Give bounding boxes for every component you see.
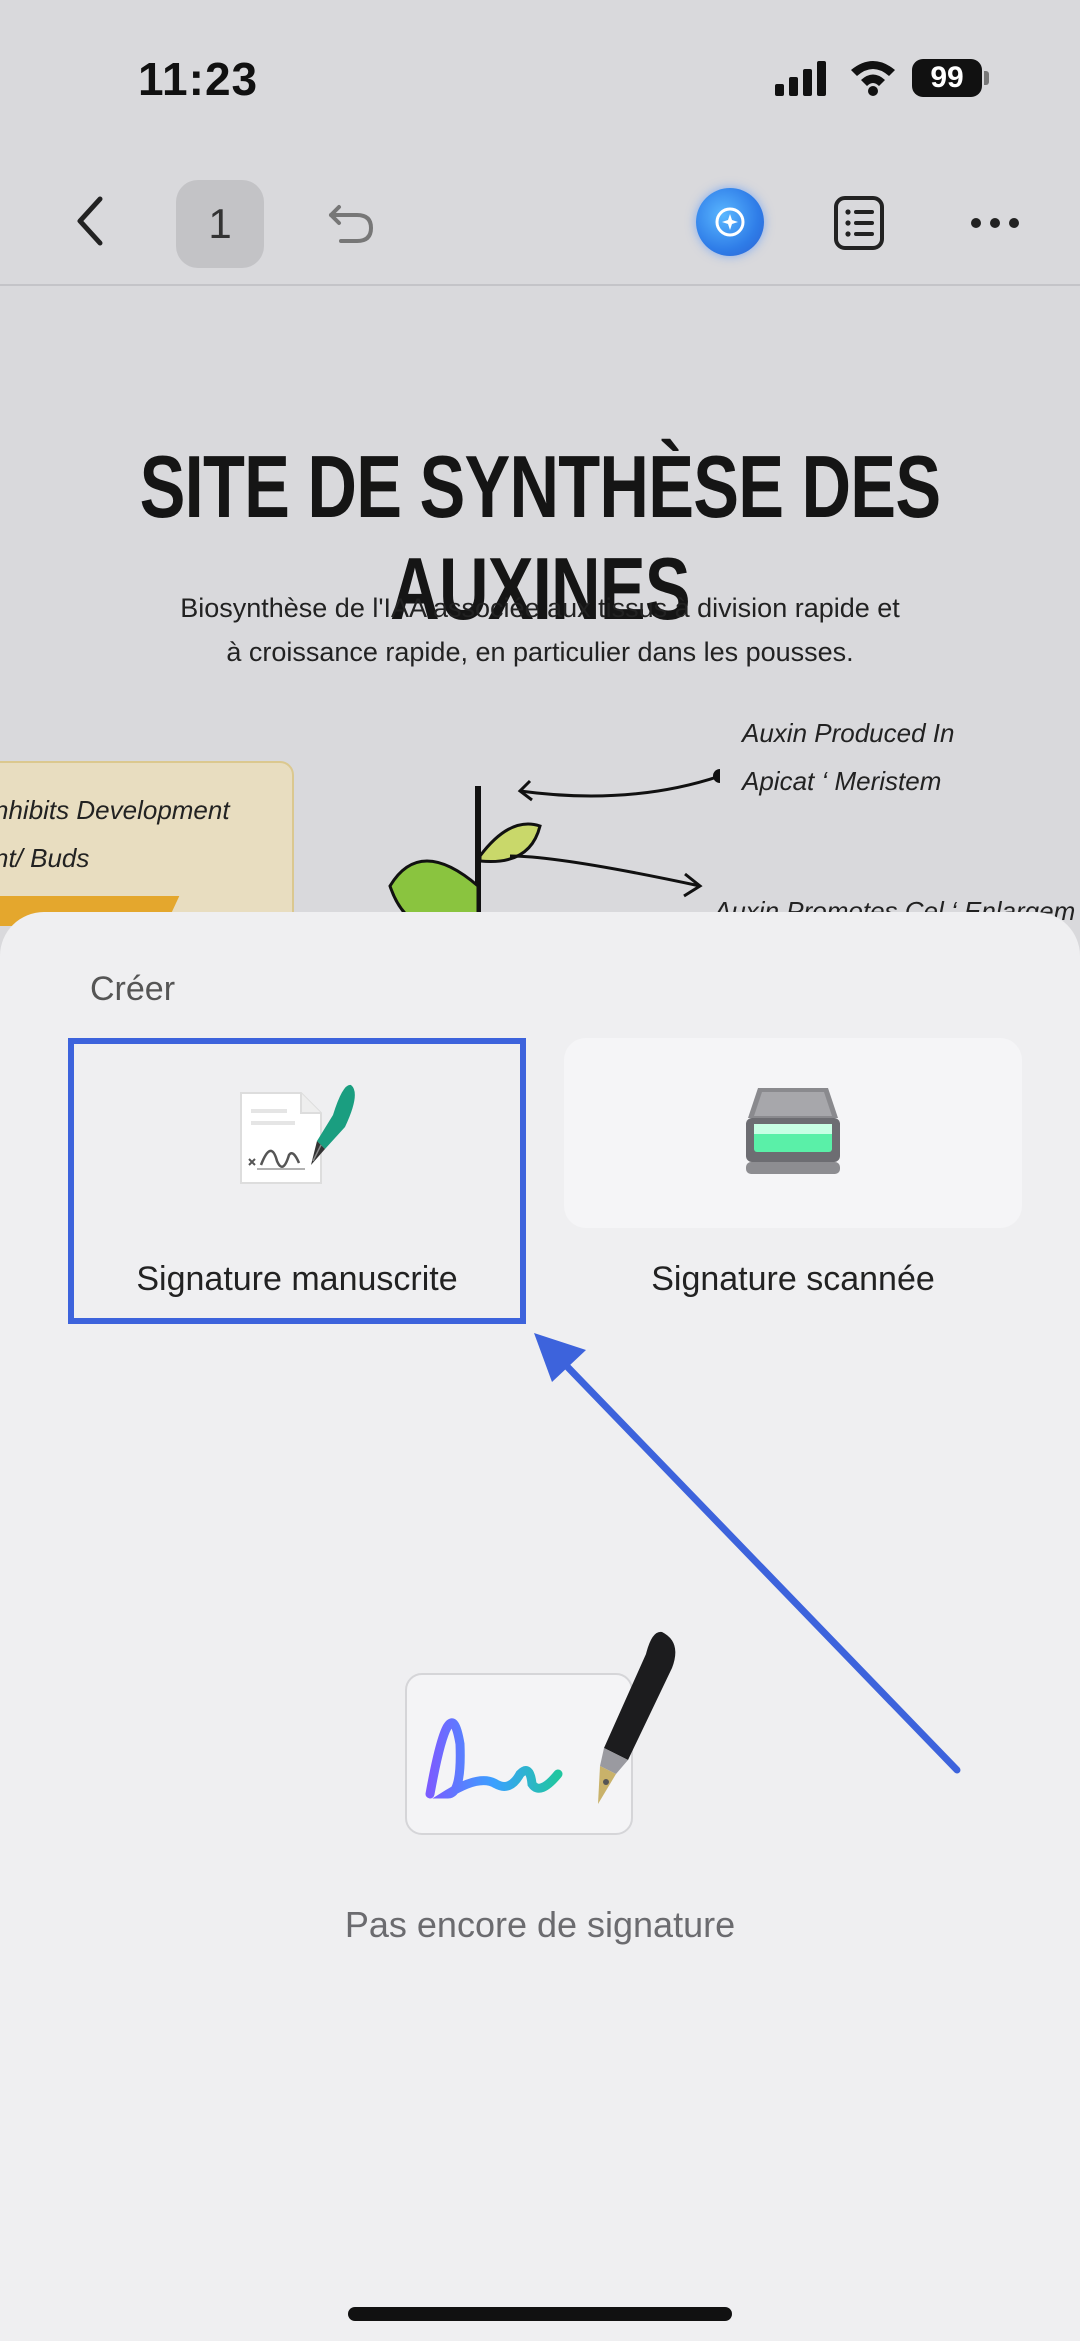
home-indicator[interactable] bbox=[348, 2307, 732, 2321]
back-button[interactable] bbox=[60, 186, 120, 256]
top-toolbar: 1 bbox=[0, 160, 1080, 286]
status-bar: 11:23 99 bbox=[0, 0, 1080, 150]
handwritten-signature-label: Signature manuscrite bbox=[136, 1260, 458, 1298]
scanner-icon bbox=[746, 1088, 840, 1174]
signature-pen-illustration bbox=[405, 1631, 676, 1835]
document-page: SITE DE SYNTHÈSE DES AUXINES Biosynthèse… bbox=[0, 286, 1080, 926]
plant-diagram bbox=[388, 769, 720, 926]
scanned-signature-option[interactable]: Signature scannée bbox=[564, 1038, 1022, 1314]
no-signature-text: Pas encore de signature bbox=[344, 1904, 736, 1945]
label-auxin-produced: Auxin Produced In bbox=[742, 718, 955, 748]
signature-bottom-sheet: Créer Signature manuscrite bbox=[0, 912, 1080, 2341]
handwritten-signature-icon bbox=[240, 1084, 355, 1184]
callout-line2: nt/ Buds bbox=[0, 843, 90, 873]
callout-line1: nhibits Development bbox=[0, 795, 230, 825]
more-options-button[interactable] bbox=[960, 190, 1030, 256]
page-number-button[interactable]: 1 bbox=[176, 180, 264, 268]
document-subtitle: Biosynthèse de l'IAA associée aux tissus… bbox=[0, 586, 1080, 674]
scanned-signature-tile bbox=[564, 1038, 1022, 1228]
label-apicat-meristem: Apicat ‘ Meristem bbox=[742, 766, 942, 796]
ai-sparkle-icon bbox=[715, 207, 745, 237]
list-icon bbox=[834, 196, 884, 250]
ai-assistant-button[interactable] bbox=[696, 188, 764, 256]
document-title: SITE DE SYNTHÈSE DES AUXINES bbox=[139, 437, 941, 638]
create-section-label: Créer bbox=[90, 970, 176, 1008]
chevron-left-icon bbox=[77, 196, 103, 246]
document-subtitle-line1: Biosynthèse de l'IAA associée aux tissus… bbox=[180, 593, 900, 623]
undo-button[interactable] bbox=[318, 190, 384, 256]
status-time: 11:23 bbox=[138, 53, 259, 105]
handwritten-signature-tile bbox=[74, 1044, 520, 1234]
handwritten-signature-option[interactable]: Signature manuscrite bbox=[68, 1038, 526, 1324]
document-subtitle-line2: à croissance rapide, en particulier dans… bbox=[226, 637, 854, 667]
battery-indicator: 99 bbox=[912, 59, 982, 97]
wifi-icon bbox=[851, 61, 895, 96]
cellular-signal-icon bbox=[775, 61, 826, 96]
battery-nub bbox=[984, 71, 989, 85]
document-callout-text: nhibits Development nt/ Buds bbox=[0, 786, 230, 882]
undo-icon bbox=[329, 205, 374, 243]
scanned-signature-label: Signature scannée bbox=[651, 1260, 935, 1298]
outline-list-button[interactable] bbox=[826, 190, 892, 256]
ellipsis-icon bbox=[971, 218, 1019, 228]
